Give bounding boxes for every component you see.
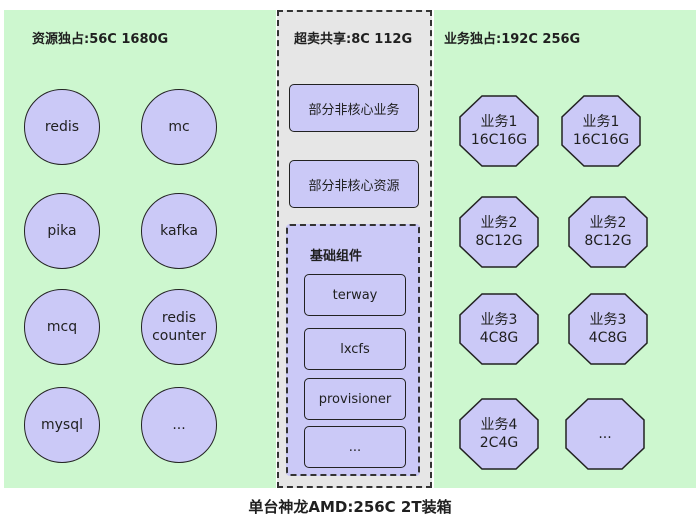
business-node: 业务2 8C12G	[568, 196, 648, 268]
octagon-shape	[459, 196, 539, 268]
non-core-resource-box: 部分非核心资源	[289, 160, 419, 208]
oversold-shared-title: 超卖共享:8C 112G	[294, 32, 413, 47]
octagon-shape	[568, 196, 648, 268]
business-node: 业务1 16C16G	[459, 95, 539, 167]
business-node: ...	[565, 398, 645, 470]
base-components-title: 基础组件	[310, 249, 363, 264]
business-node: 业务2 8C12G	[459, 196, 539, 268]
business-node-label: 业务3 4C8G	[588, 312, 628, 346]
resource-node: ...	[141, 387, 217, 463]
business-node-label: 业务4 2C4G	[479, 417, 519, 451]
resource-node: mysql	[24, 387, 100, 463]
resource-node: redis counter	[141, 289, 217, 365]
business-node: 业务4 2C4G	[459, 398, 539, 470]
business-node-label: 业务1 16C16G	[470, 114, 528, 148]
dedicated-resource-title: 资源独占:56C 1680G	[32, 32, 169, 47]
business-node-label: 业务3 4C8G	[479, 312, 519, 346]
business-node-label: 业务1 16C16G	[572, 114, 630, 148]
business-node-label: 业务2 8C12G	[584, 215, 632, 249]
resource-node: kafka	[141, 193, 217, 269]
octagon-shape	[561, 95, 641, 167]
base-component-box: terway	[304, 274, 406, 316]
resource-node: pika	[24, 193, 100, 269]
diagram-caption: 单台神龙AMD:256C 2T装箱	[248, 498, 452, 516]
non-core-business-box: 部分非核心业务	[289, 84, 419, 132]
dedicated-business-title: 业务独占:192C 256G	[444, 32, 581, 47]
octagon-shape	[565, 398, 645, 470]
base-component-box: lxcfs	[304, 328, 406, 370]
resource-node: redis	[24, 89, 100, 165]
business-node: 业务3 4C8G	[568, 293, 648, 365]
octagon-shape	[459, 398, 539, 470]
business-node-label: ...	[598, 426, 612, 442]
octagon-shape	[459, 293, 539, 365]
business-node: 业务1 16C16G	[561, 95, 641, 167]
business-node-label: 业务2 8C12G	[475, 215, 523, 249]
octagon-shape	[568, 293, 648, 365]
business-node: 业务3 4C8G	[459, 293, 539, 365]
octagon-shape	[459, 95, 539, 167]
resource-node: mc	[141, 89, 217, 165]
base-component-box: provisioner	[304, 378, 406, 420]
resource-node: mcq	[24, 289, 100, 365]
base-component-box: ...	[304, 426, 406, 468]
